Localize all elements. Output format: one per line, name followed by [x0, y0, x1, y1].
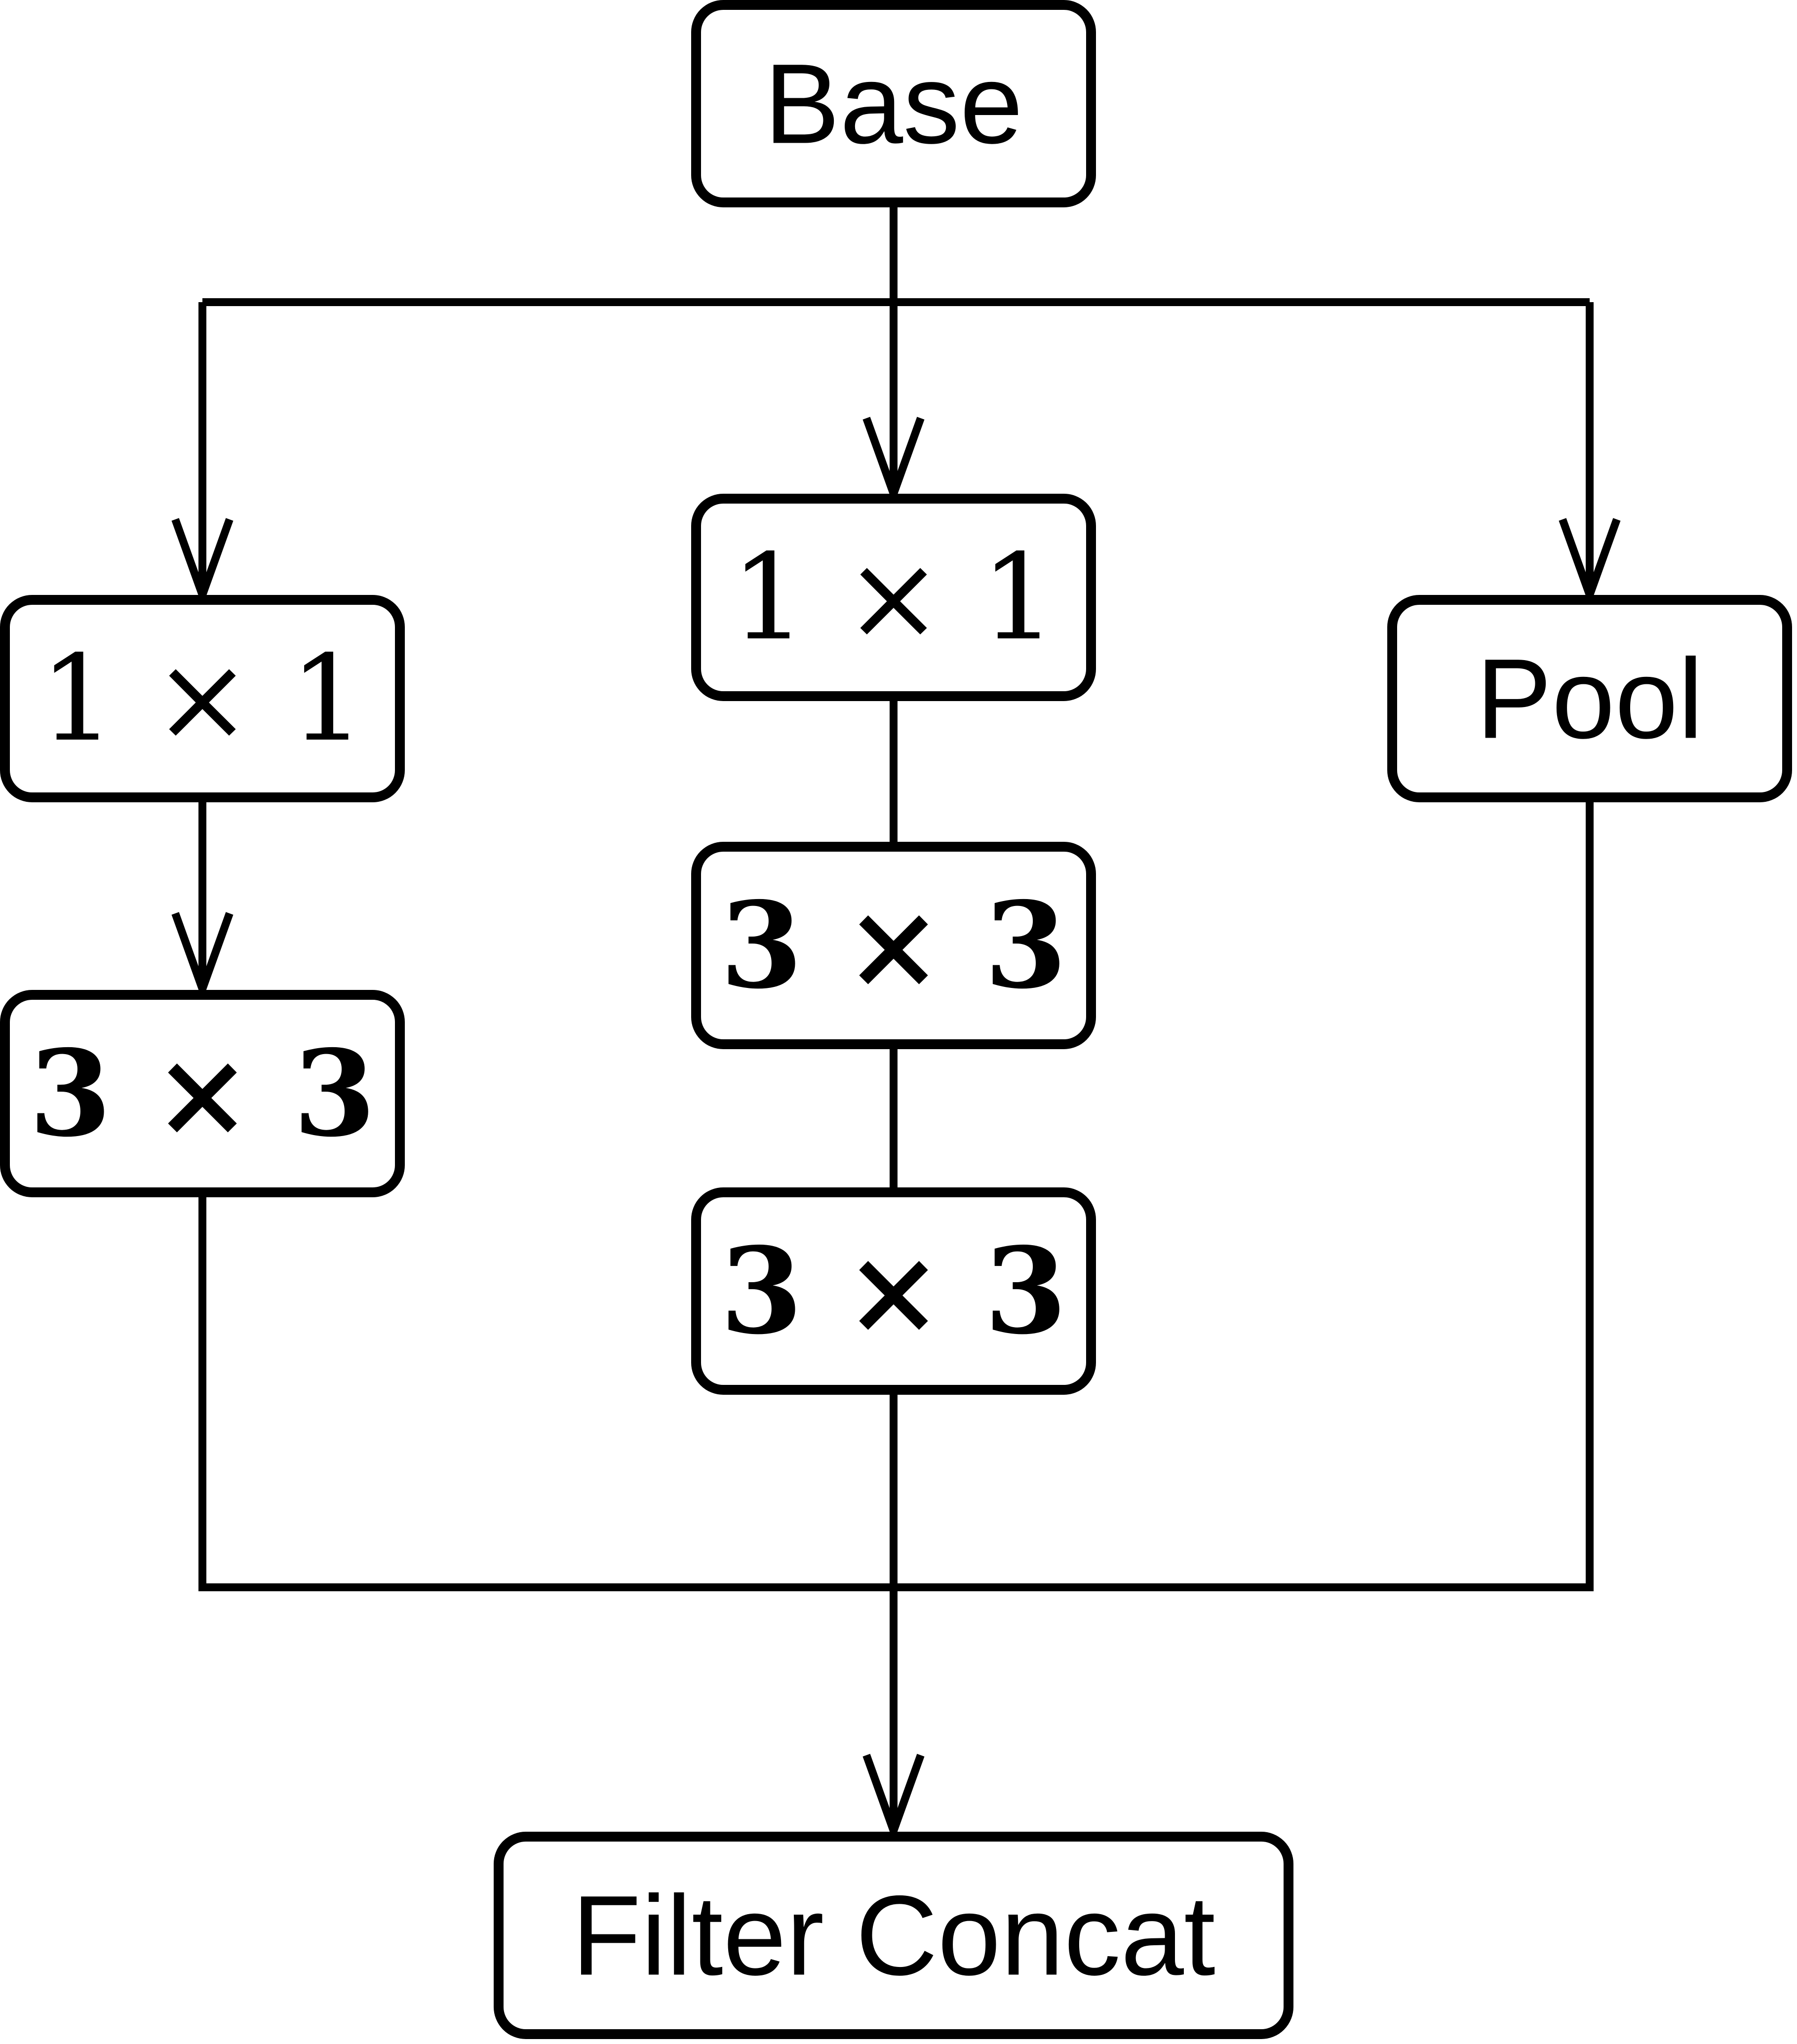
- node-mid-conv1-box: [691, 494, 1096, 701]
- node-mid-conv3a-box: [691, 842, 1096, 1049]
- node-left-conv3-box: [0, 990, 405, 1197]
- node-mid-conv3b-label: 3 × 3: [720, 1221, 1067, 1361]
- node-mid-conv3a: 3 × 3: [691, 842, 1096, 1049]
- node-mid-conv3a-label: 3 × 3: [720, 876, 1067, 1015]
- node-pool: Pool: [1387, 595, 1792, 802]
- node-concat-box: [494, 1832, 1293, 2039]
- node-base-box: [691, 0, 1096, 207]
- node-left-conv3: 3 × 3: [0, 990, 405, 1197]
- node-base: Base: [691, 0, 1096, 207]
- node-left-conv1: 1 × 1: [0, 595, 405, 802]
- node-mid-conv3b-box: [691, 1187, 1096, 1395]
- node-left-conv1-box: [0, 595, 405, 802]
- arrowhead-concat: [862, 1754, 925, 1843]
- node-concat: Filter Concat: [494, 1832, 1293, 2039]
- node-mid-conv1-label: 1 × 1: [731, 528, 1056, 667]
- node-left-conv1-label: 1 × 1: [39, 629, 365, 768]
- node-pool-label: Pool: [1476, 635, 1703, 762]
- node-left-conv3-label: 3 × 3: [29, 1024, 376, 1163]
- connections: [198, 202, 1594, 1831]
- node-mid-conv3b: 3 × 3: [691, 1187, 1096, 1395]
- edge-pool-to-merge: [894, 798, 1594, 1591]
- node-mid-conv1: 1 × 1: [691, 494, 1096, 701]
- node-concat-label: Filter Concat: [572, 1872, 1215, 1999]
- node-pool-box: [1387, 595, 1792, 802]
- edge-left-conv3-to-merge: [198, 1195, 894, 1591]
- node-base-label: Base: [764, 40, 1023, 167]
- arrowhead-left-conv3: [171, 912, 234, 1001]
